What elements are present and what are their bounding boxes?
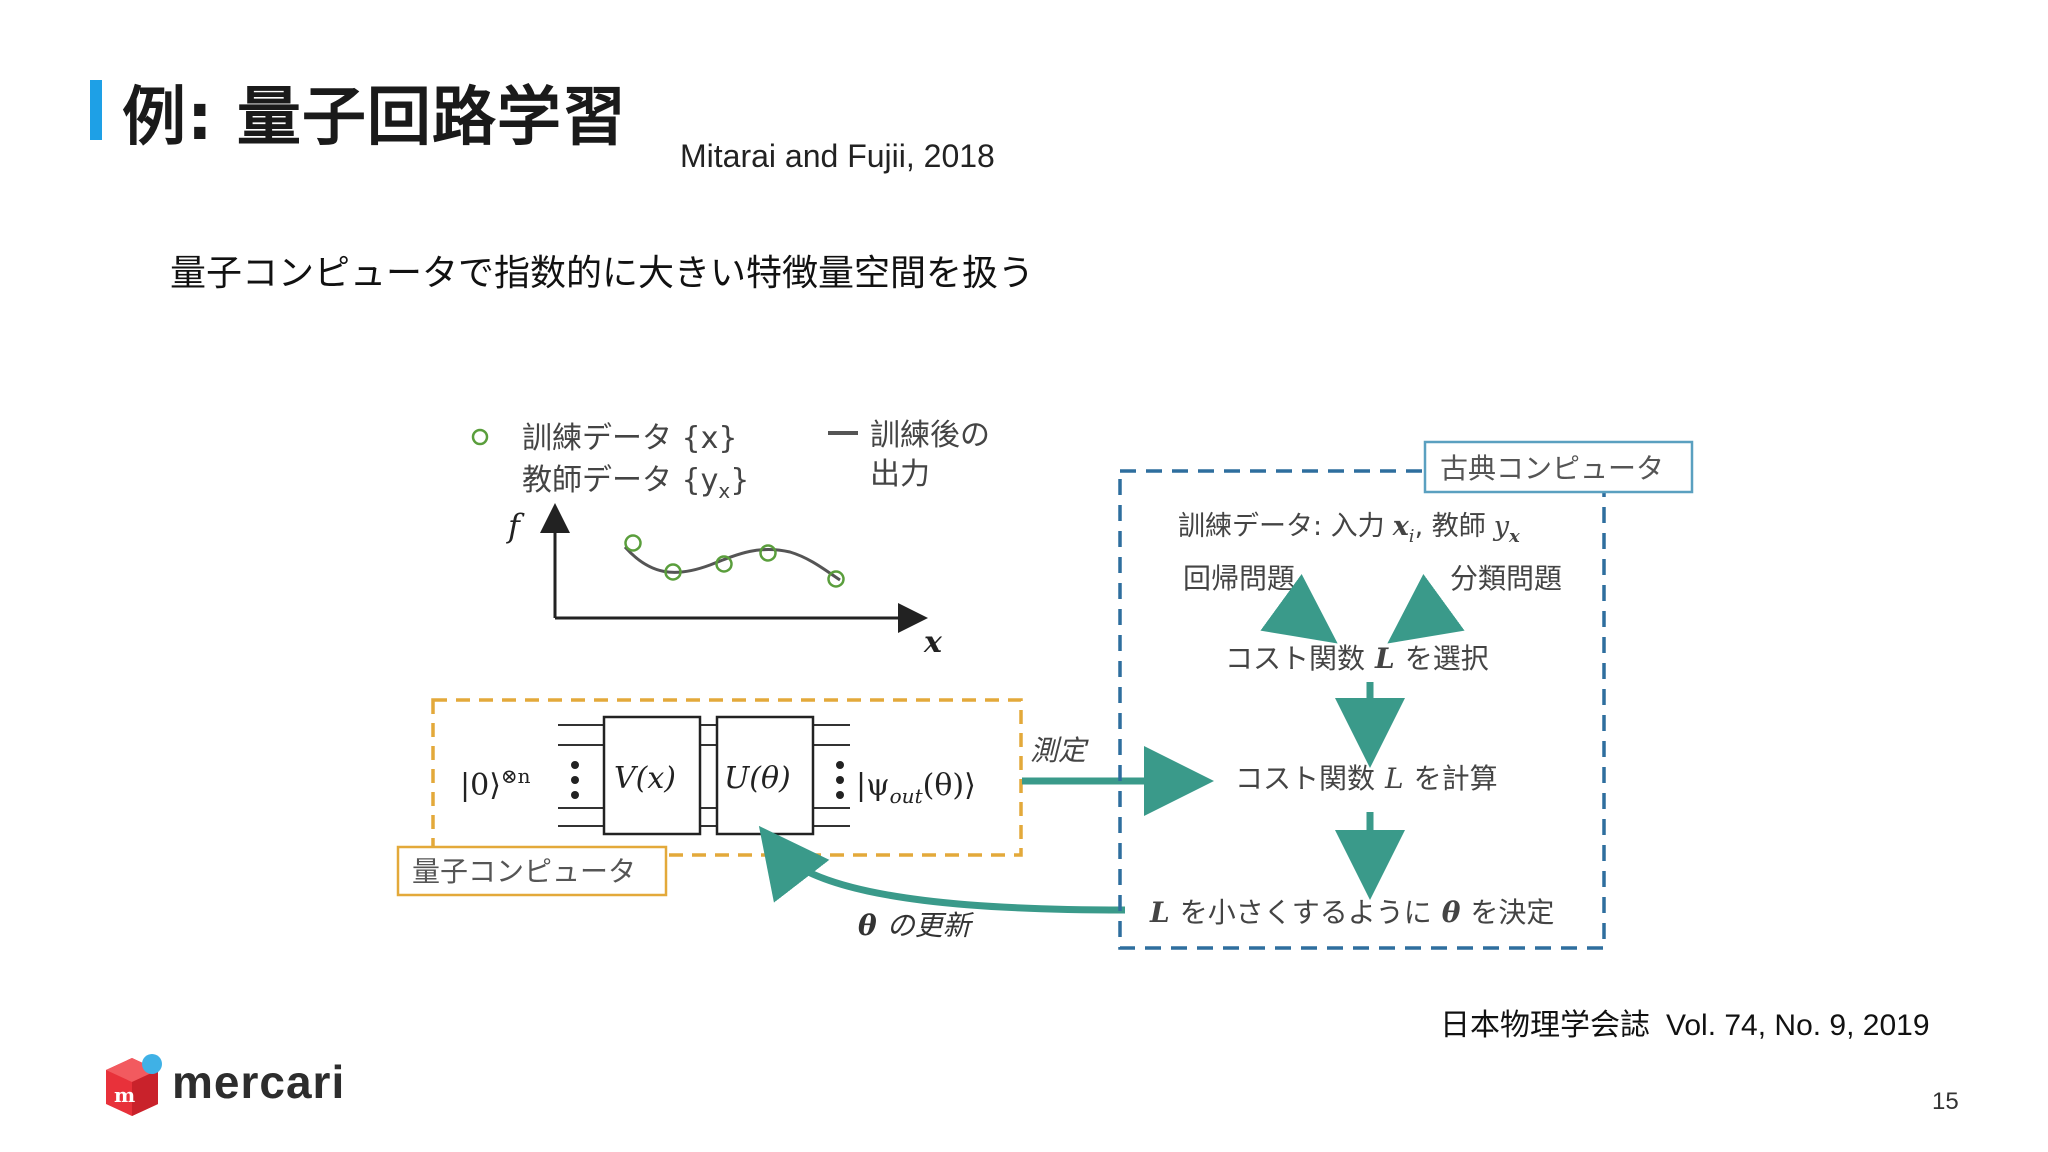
journal-name: 日本物理学会誌 [1440, 1008, 1650, 1043]
ellipsis-dot [836, 761, 844, 769]
quantum-computer-box [431, 698, 1023, 857]
legend-train-data: 訓練データ {x} [522, 421, 737, 456]
measure-label: 測定 [1030, 734, 1089, 767]
plot-data-point [827, 570, 845, 588]
plot-data-point [759, 544, 777, 562]
gate-u-label: U(θ) [724, 761, 791, 796]
plot-data-point [624, 534, 642, 552]
ellipsis-dot [836, 776, 844, 784]
quantum-computer-label-box [396, 845, 668, 897]
classical-computer-label: 古典コンピュータ [1440, 452, 1664, 485]
classical-computer-box [1118, 469, 1606, 950]
legend-teacher-data: 教師データ {yx} [522, 463, 749, 503]
slide-title: 例: 量子回路学習 [122, 81, 627, 155]
mercari-box-icon: m [106, 1054, 162, 1116]
journal-citation: 日本物理学会誌 Vol. 74, No. 9, 2019 [1440, 1000, 1930, 1044]
legend-output-line1: 訓練後の [870, 418, 990, 453]
title-accent-bar [90, 80, 102, 140]
output-state: |ψout(θ)⟩ [856, 768, 976, 808]
gate-u [715, 715, 815, 836]
plot-output-curve [623, 546, 841, 582]
plot-f-label: f [506, 507, 525, 545]
plot-data-point [715, 555, 733, 573]
ellipsis-dot [571, 761, 579, 769]
regression-arrow [1260, 573, 1338, 644]
page-number: 15 [1932, 1088, 1959, 1115]
journal-volume: Vol. 74, No. 9, 2019 [1666, 1009, 1930, 1042]
ellipsis-dot [571, 776, 579, 784]
initial-state: |0⟩⊗n [460, 764, 531, 803]
quantum-circuit-learning-figure: 訓練データ {x} 教師データ {yx} 訓練後の 出力 f x 量子コンピュー… [396, 418, 1694, 950]
legend-output-line2: 出力 [870, 457, 930, 492]
mercari-wordmark: mercari [172, 1056, 346, 1108]
citation: Mitarai and Fujii, 2018 [680, 138, 995, 174]
plot-data-point [664, 563, 682, 581]
classification-label: 分類問題 [1450, 562, 1562, 595]
legend-data-marker [471, 428, 489, 446]
mercari-logo: m [106, 1054, 162, 1116]
ellipsis-dot [836, 791, 844, 799]
classification-arrow [1387, 573, 1465, 644]
svg-text:m: m [114, 1083, 135, 1107]
slide-subtitle: 量子コンピュータで指数的に大きい特徴量空間を扱う [170, 253, 1035, 294]
ellipsis-dot [571, 791, 579, 799]
quantum-computer-label: 量子コンピュータ [412, 855, 636, 888]
update-arrow [758, 825, 1126, 914]
gate-v [602, 715, 702, 836]
classical-computer-label-box [1423, 440, 1694, 494]
gate-v-label: V(x) [614, 761, 676, 796]
regression-label: 回帰問題 [1183, 562, 1295, 595]
plot-x-label: x [923, 625, 943, 660]
